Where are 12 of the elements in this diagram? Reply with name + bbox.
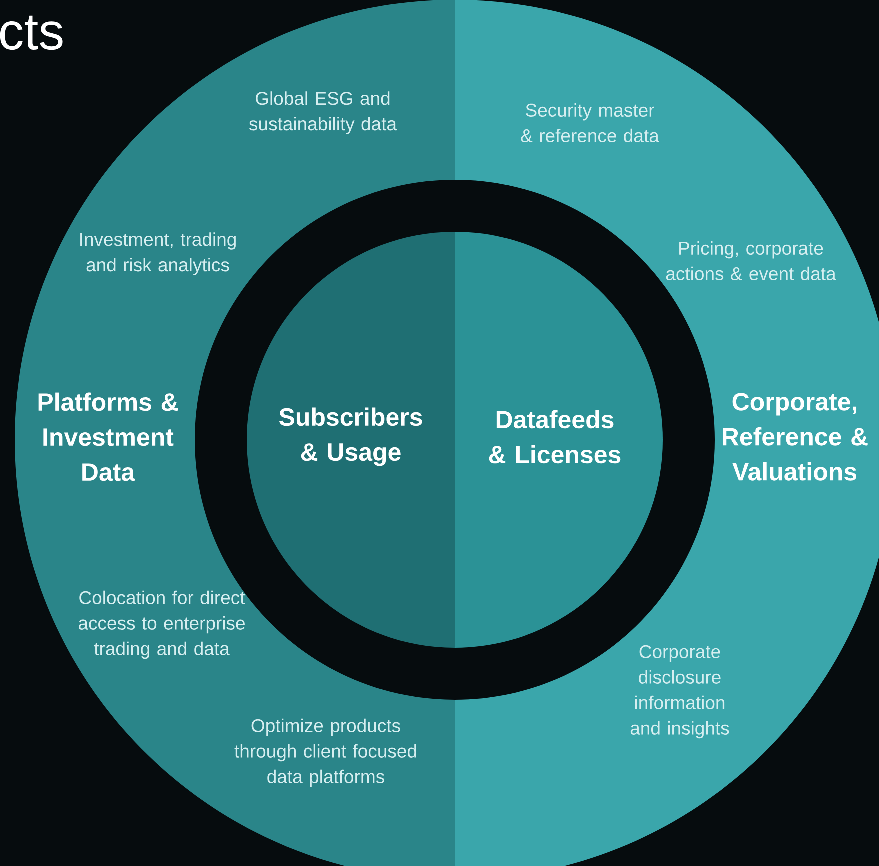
item-text: Security master & reference data [521, 103, 660, 143]
item-text: Investment, trading and risk analytics [80, 232, 236, 276]
segment-heading: Subscribers & Usage [279, 408, 422, 466]
item-text: Colocation for direct access to enterprise trading and data [78, 590, 246, 660]
segment-heading: Datafeeds & Licenses [489, 410, 621, 464]
item-text: Pricing, corporate actions & event data [666, 241, 836, 281]
segment-heading: Platforms & Investment Data [38, 392, 178, 482]
item-text: Global ESG and sustainability data [249, 92, 398, 134]
segment-heading: Corporate, Reference & Valuations [723, 393, 868, 481]
title: cts [0, 16, 63, 50]
item-text: Optimize products through client focused data platforms [234, 718, 416, 788]
item-text: Corporate disclosure information and insights [630, 645, 730, 739]
